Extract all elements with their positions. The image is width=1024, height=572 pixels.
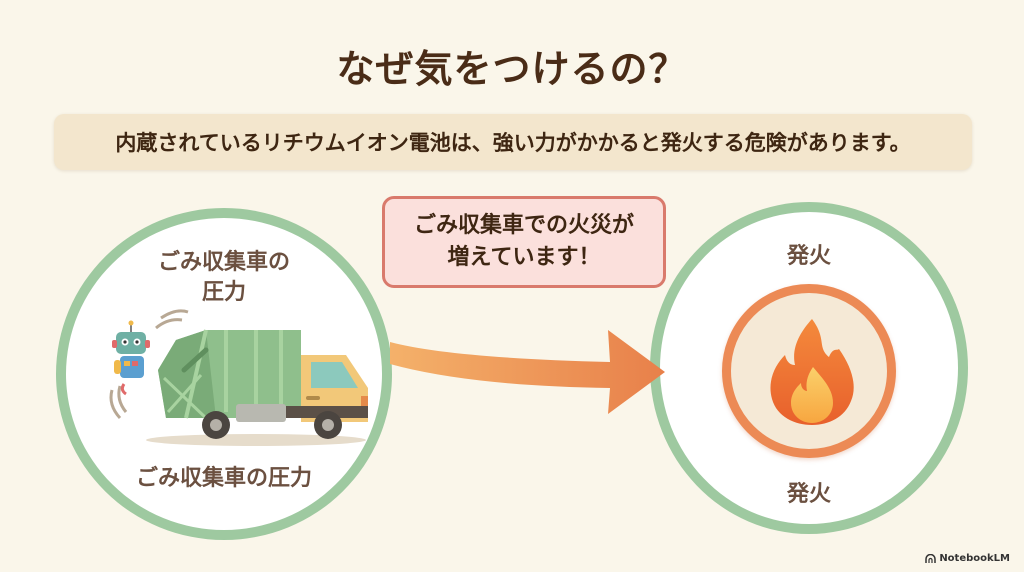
right-arrow-icon [390,330,665,414]
ignition-bottom-label: 発火 [786,482,831,507]
truck-top-label: ごみ収集車の 圧力 [66,248,382,308]
fire-icon [770,319,854,425]
truck-top-label-line1: ごみ収集車の [157,250,290,275]
callout-line1: ごみ収集車での火災が [413,213,634,238]
notebooklm-logo-icon [925,554,937,563]
truck-bottom-label: ごみ収集車の圧力 [135,466,312,491]
ignition-top-label: 発火 [786,244,831,269]
ignition-panel: 発火 発火 [650,202,968,534]
fire-warning-callout: ごみ収集車での火災が 増えています！ [382,196,666,288]
callout-line2: 増えています！ [447,245,601,270]
brand-label: NotebookLM [939,553,1010,564]
truck-pressure-panel: ごみ収集車の 圧力 [56,208,392,540]
banner-text: 内蔵されているリチウムイオン電池は、強い力がかかると発火する危険があります。 [115,131,911,155]
garbage-truck-icon [109,309,368,446]
page-title: なぜ気をつけるの？ [336,47,688,91]
notebooklm-watermark: NotebookLM [925,553,1010,564]
explanation-banner: 内蔵されているリチウムイオン電池は、強い力がかかると発火する危険があります。 [54,114,972,170]
fire-badge [722,284,896,458]
truck-top-label-line2: 圧力 [201,280,246,305]
